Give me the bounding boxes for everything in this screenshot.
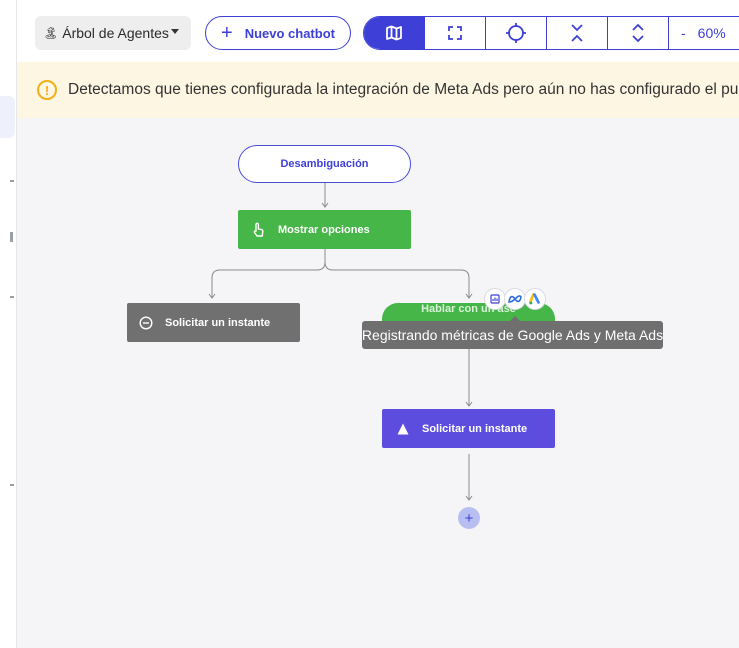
banner-message: Detectamos que tienes configurada la int… — [68, 81, 739, 98]
meta-ads-warning-banner: ! Detectamos que tienes configurada la i… — [17, 62, 739, 118]
agent-select-label: Árbol de Agentes — [62, 25, 169, 41]
map-icon — [386, 25, 402, 41]
minus-circle-icon — [139, 315, 153, 330]
new-chatbot-label: Nuevo chatbot — [244, 25, 335, 41]
sidebar-item[interactable] — [10, 484, 14, 486]
zoom-level: 60% — [697, 25, 726, 41]
center-button[interactable] — [486, 17, 547, 49]
new-chatbot-button[interactable]: + Nuevo chatbot — [205, 16, 351, 50]
fit-screen-button[interactable] — [425, 17, 486, 49]
zoom-out-button[interactable]: - — [681, 25, 686, 41]
expand-all-button[interactable] — [608, 17, 669, 49]
add-node-button[interactable]: + — [458, 507, 480, 529]
left-sidebar — [0, 0, 17, 648]
collapse-icon — [571, 24, 583, 42]
plus-icon: + — [464, 509, 474, 527]
flow-edges — [208, 183, 473, 501]
flow-canvas[interactable]: Desambiguación Mostrar opciones Solicita… — [17, 118, 739, 648]
analytics-badge-icon — [484, 288, 506, 310]
integration-tooltip: Registrando métricas de Google Ads y Met… — [361, 316, 664, 349]
integration-badges — [484, 288, 546, 310]
warning-icon: ! — [37, 80, 57, 100]
node-solicitar-instante-bottom[interactable]: Solicitar un instante — [382, 409, 555, 448]
sidebar-item[interactable] — [10, 232, 13, 242]
collapse-all-button[interactable] — [547, 17, 608, 49]
fullscreen-icon — [448, 26, 462, 40]
agent-select[interactable]: 🏝 Árbol de Agentes — [35, 16, 191, 50]
node-label: Solicitar un instante — [422, 422, 528, 435]
node-solicitar-instante-left[interactable]: Solicitar un instante — [127, 303, 300, 342]
crosshair-icon — [506, 23, 526, 43]
sidebar-item[interactable] — [10, 180, 14, 182]
node-label: Desambiguación — [280, 158, 369, 170]
meta-badge-icon — [504, 288, 526, 310]
google-ads-icon — [396, 422, 410, 436]
tooltip-arrow — [510, 316, 520, 321]
toolbar: 🏝 Árbol de Agentes + Nuevo chatbot — [17, 0, 739, 62]
sidebar-selected-item[interactable] — [0, 96, 15, 138]
tap-icon — [252, 222, 266, 238]
caret-down-icon — [171, 29, 179, 34]
plus-icon: + — [221, 22, 233, 44]
expand-icon — [632, 23, 644, 43]
map-view-button[interactable] — [364, 17, 425, 49]
google-ads-badge-icon — [524, 288, 546, 310]
node-desambiguacion[interactable]: Desambiguación — [238, 145, 411, 183]
zoom-control[interactable]: - 60% — [669, 17, 739, 49]
node-mostrar-opciones[interactable]: Mostrar opciones — [238, 210, 411, 249]
agent-emoji: 🏝 — [43, 26, 59, 40]
tooltip-text: Registrando métricas de Google Ads y Met… — [361, 327, 664, 343]
sidebar-item[interactable] — [10, 296, 14, 298]
node-label: Solicitar un instante — [165, 316, 271, 329]
canvas-tools: - 60% — [363, 16, 739, 50]
node-label: Mostrar opciones — [278, 223, 370, 236]
